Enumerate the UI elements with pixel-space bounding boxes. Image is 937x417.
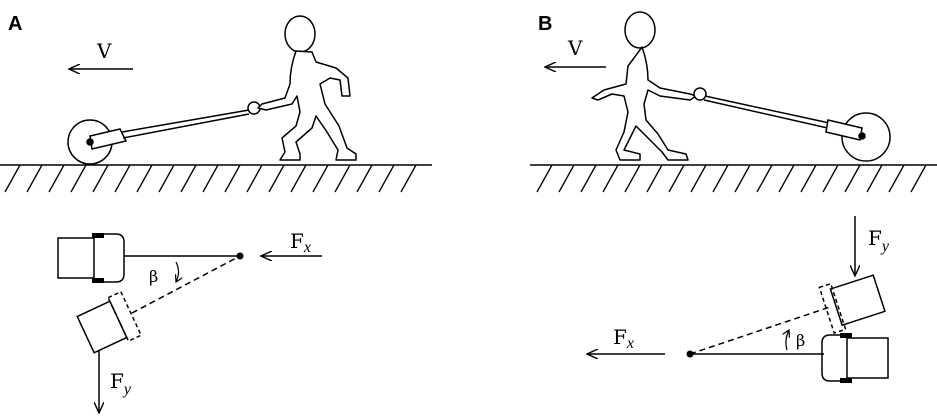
cart-deflected-a [76, 255, 241, 354]
person-a [257, 15, 357, 161]
velocity-arrow-a: V [70, 39, 133, 69]
cart-top-view-b [690, 333, 889, 383]
ground-b [530, 164, 937, 193]
force-x-label-a: Fx [290, 229, 311, 256]
force-x-label-b: Fx [613, 325, 634, 352]
force-y-label-a: Fy [110, 369, 132, 398]
ground-a [0, 164, 432, 193]
beta-label-b: β [796, 331, 805, 350]
wheel-cart-b [693, 87, 891, 162]
cart-top-view-a [57, 233, 240, 283]
velocity-label-a: V [96, 39, 112, 63]
panel-a: A V [0, 13, 432, 412]
force-x-arrow-a: Fx [262, 229, 322, 256]
angle-beta-a: β [149, 261, 179, 286]
force-y-label-b: Fy [868, 226, 890, 255]
pivot-a [236, 252, 244, 260]
velocity-arrow-b: V [546, 36, 606, 67]
panel-b-label: B [538, 13, 552, 35]
panel-b: B V [530, 11, 937, 383]
angle-beta-b: β [786, 330, 805, 351]
beta-label-a: β [149, 267, 158, 286]
cart-deflected-b [689, 274, 886, 355]
person-b [591, 11, 697, 161]
panel-a-label: A [8, 13, 22, 35]
wheel-cart-a [67, 101, 261, 165]
force-x-arrow-b: Fx [588, 325, 665, 354]
force-y-arrow-b: Fy [855, 216, 890, 275]
velocity-label-b: V [567, 36, 583, 60]
force-y-arrow-a: Fy [99, 351, 132, 412]
